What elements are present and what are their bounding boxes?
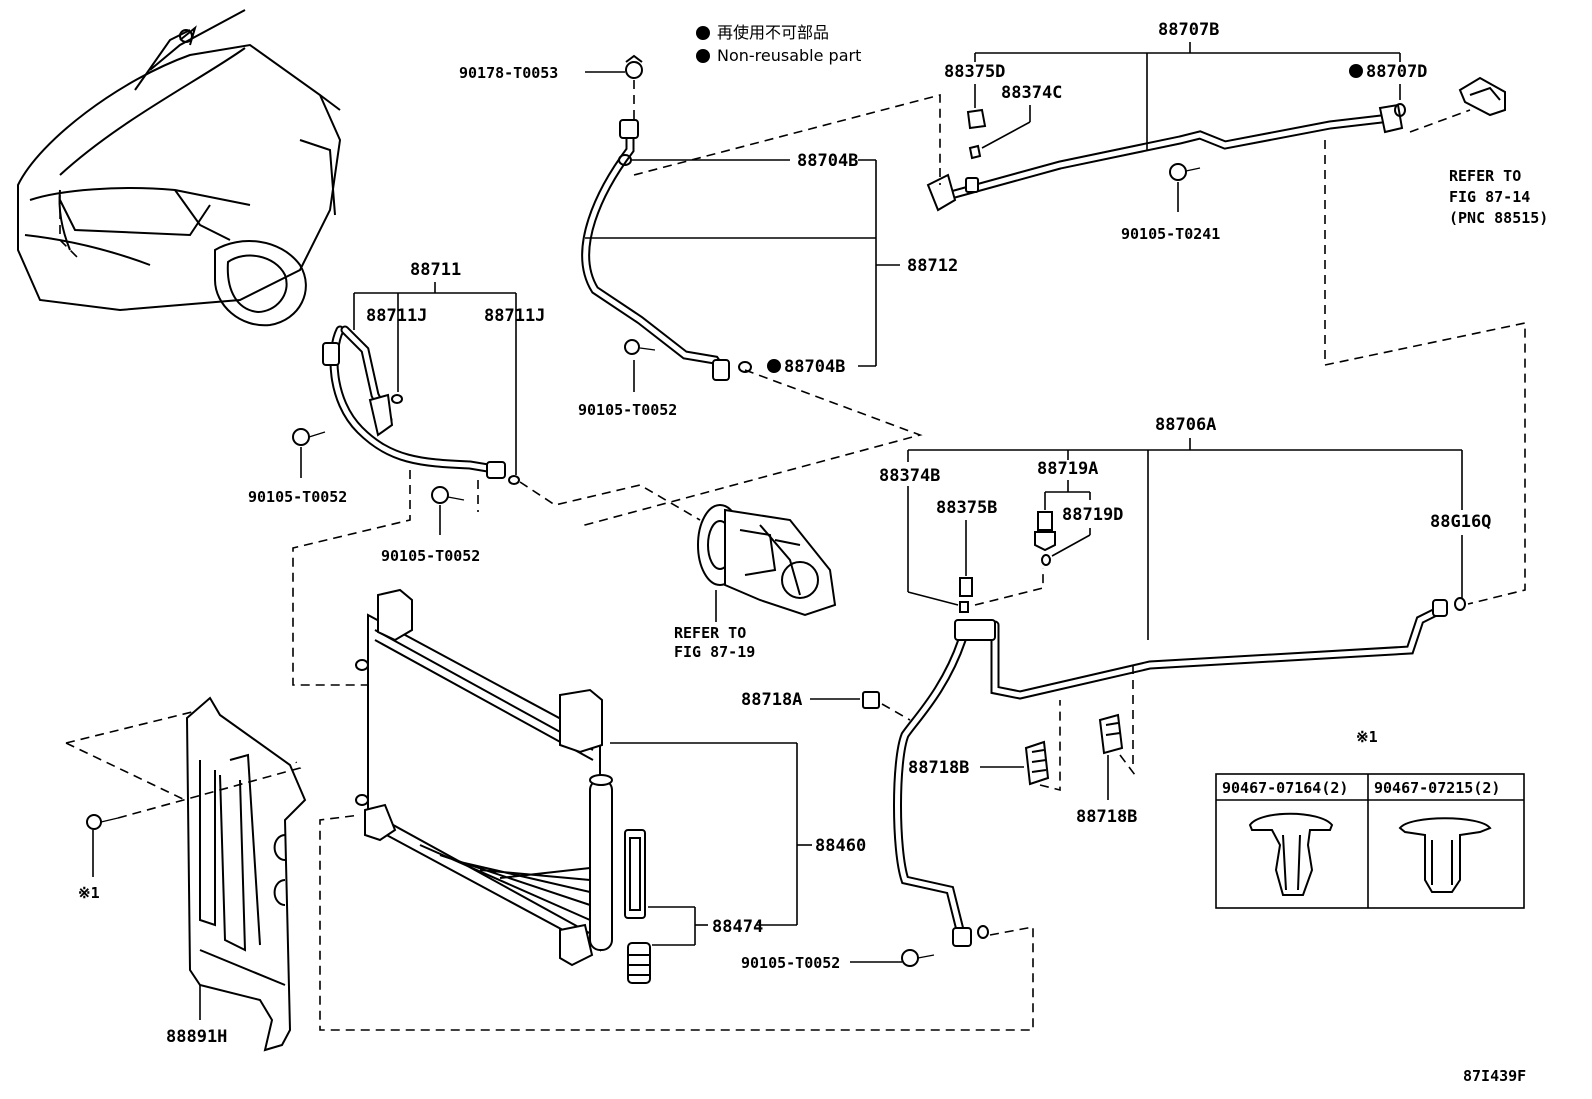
label-88375D: 88375D: [944, 62, 1005, 82]
label-88712: 88712: [907, 256, 958, 276]
non-reusable-dot-icon: [696, 26, 710, 40]
label-88474: 88474: [712, 917, 763, 937]
discharge-hose-88712: [581, 54, 752, 381]
label-88711: 88711: [410, 260, 461, 280]
label-88706A: 88706A: [1155, 415, 1216, 435]
label-90105-T0052-b: 90105-T0052: [248, 488, 347, 506]
clip-table: ※1 90467-07164(2) 90467-07215(2): [1215, 728, 1525, 909]
figure-id: 87I439F: [1463, 1067, 1526, 1085]
tube-88707B: [926, 103, 1406, 212]
vehicle-illustration: [17, 9, 342, 327]
label-88460: 88460: [815, 836, 866, 856]
label-88719A: 88719A: [1037, 459, 1098, 479]
label-90105-T0052-d: 90105-T0052: [741, 954, 840, 972]
label-88718A: 88718A: [741, 690, 802, 710]
non-reusable-dot-icon: [696, 49, 710, 63]
non-reusable-dot-icon: [767, 359, 781, 373]
label-88374C: 88374C: [1001, 83, 1062, 103]
non-reusable-dot-icon: [1349, 64, 1363, 78]
tube-88706A: [893, 511, 1466, 967]
clip-90467-07164-icon: [1248, 812, 1334, 896]
label-mark-1: ※1: [78, 884, 100, 902]
compressor: [697, 504, 837, 617]
label-88704B-bottom: 88704B: [784, 357, 845, 377]
label-88374B: 88374B: [879, 466, 940, 486]
label-88707D: 88707D: [1366, 62, 1427, 82]
clip-88718A: [862, 691, 880, 709]
hose-fitting-ref: [1458, 76, 1506, 117]
desiccant-88474: [624, 829, 651, 984]
clip-table-col1: 90467-07164(2): [1222, 779, 1348, 797]
ref-compressor-line1: REFER TO: [674, 624, 746, 642]
label-88G16Q: 88G16Q: [1430, 512, 1491, 532]
label-88719D: 88719D: [1062, 505, 1123, 525]
condenser-88460: [355, 588, 613, 967]
clip-88718B-a: [1024, 740, 1050, 786]
label-88891H: 88891H: [166, 1027, 227, 1047]
ref-hose-line3: (PNC 88515): [1449, 209, 1548, 227]
legend-text-jp: 再使用不可部品: [717, 23, 829, 42]
seal-88891H: [86, 696, 307, 1052]
label-90105-T0241: 90105-T0241: [1121, 225, 1220, 243]
ref-hose-line2: FIG 87-14: [1449, 188, 1530, 206]
label-88711J-b: 88711J: [484, 306, 545, 326]
label-90105-T0052-a: 90105-T0052: [578, 401, 677, 419]
label-88707B: 88707B: [1158, 20, 1219, 40]
ref-hose-line1: REFER TO: [1449, 167, 1521, 185]
suction-hose-88711: [292, 325, 520, 504]
clip-90467-07215-icon: [1398, 817, 1492, 893]
label-88375B: 88375B: [936, 498, 997, 518]
legend-text-en: Non-reusable part: [717, 46, 861, 65]
legend: 再使用不可部品 Non-reusable part: [696, 23, 861, 65]
label-88718B-b: 88718B: [1076, 807, 1137, 827]
label-90105-T0052-c: 90105-T0052: [381, 547, 480, 565]
clip-table-mark: ※1: [1356, 728, 1378, 746]
label-88704B-top: 88704B: [797, 151, 858, 171]
label-88718B-a: 88718B: [908, 758, 969, 778]
clip-88718B-b: [1098, 713, 1124, 755]
label-90178-T0053: 90178-T0053: [459, 64, 558, 82]
label-88711J-a: 88711J: [366, 306, 427, 326]
ref-compressor-line2: FIG 87-19: [674, 643, 755, 661]
clip-table-col2: 90467-07215(2): [1374, 779, 1500, 797]
